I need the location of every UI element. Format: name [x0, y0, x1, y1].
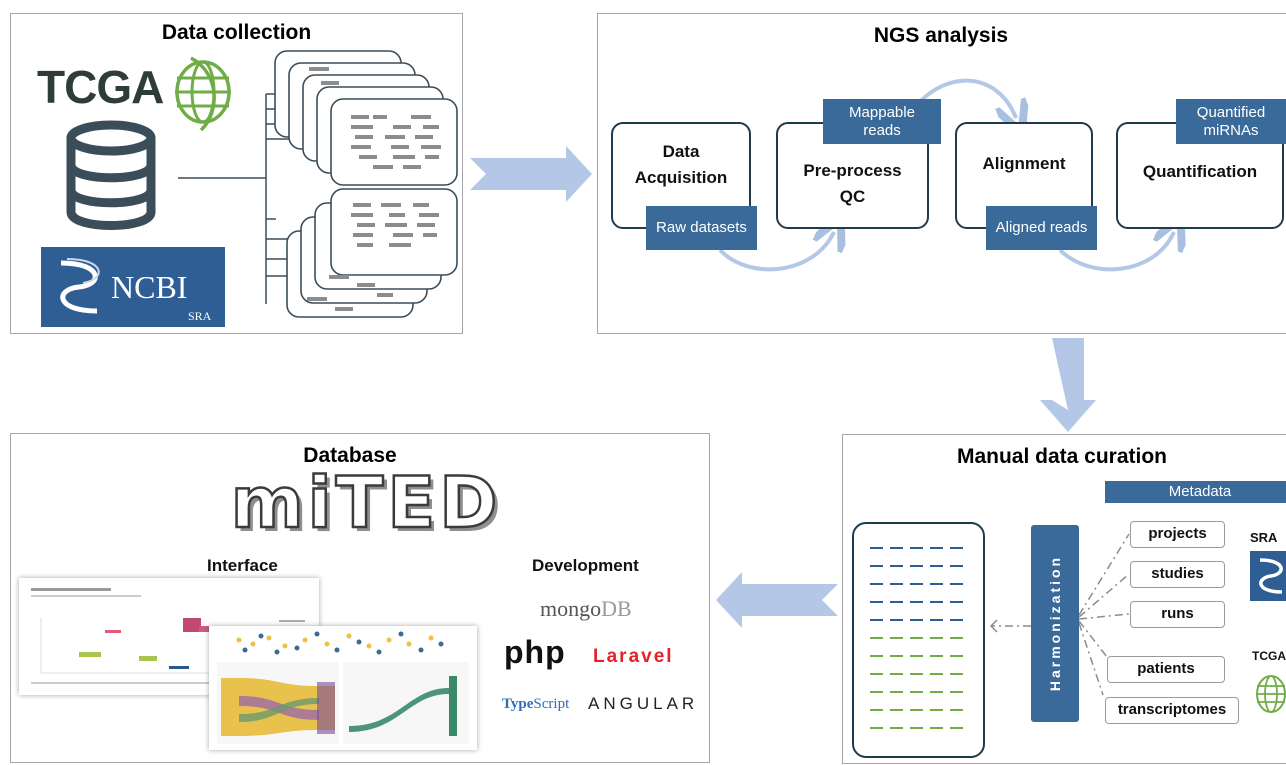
interface-screenshot-sankey [209, 626, 477, 750]
interface-label: Interface [207, 556, 278, 575]
ncbi-logo-subtext: SRA [188, 309, 212, 323]
helix-icon [60, 258, 100, 314]
typescript-logo-script: Script [533, 696, 570, 712]
tcga-mini-globe-icon [1256, 675, 1286, 713]
database-title: Database [303, 444, 397, 467]
mongodb-logo: mongoDB [540, 596, 632, 622]
tag-quantified-mirnas: Quantified miRNAs [1176, 99, 1286, 144]
arrow-right-icon [470, 146, 592, 202]
mited-logo: miTED [229, 461, 502, 546]
flow-curves [718, 78, 1286, 272]
ncbi-logo: NCBI SRA [41, 247, 225, 327]
manual-curation-panel: Manual data curation Metadata [842, 434, 1286, 764]
arrow-down-icon [1040, 338, 1096, 432]
mongodb-logo-main: mongo [540, 596, 602, 621]
angular-logo: ANGULAR [588, 694, 699, 713]
sankey-thumbnail [217, 631, 469, 744]
database-icon [66, 120, 156, 230]
tag-raw-datasets: Raw datasets [646, 206, 757, 250]
step-data-acquisition-label: Data Acquisition [634, 141, 728, 187]
sra-mini-logo [1250, 551, 1286, 601]
laravel-logo: Laravel [593, 646, 674, 667]
ngs-analysis-title: NGS analysis [873, 24, 1009, 47]
tag-mappable-reads: Mappable reads [823, 99, 941, 144]
sra-helix-icon [1259, 558, 1283, 594]
step-preprocess-qc-label: Pre-process QC [803, 160, 902, 206]
tcga-logo-text: TCGA [37, 61, 164, 113]
step-alignment-label: Alignment [982, 153, 1066, 173]
step-quantification-label: Quantification [1142, 161, 1258, 181]
meta-item-projects: projects [1130, 521, 1225, 548]
arrow-left-icon [716, 572, 838, 628]
harmonization-label: Harmonization [1047, 554, 1063, 692]
table-rows [870, 547, 968, 729]
development-label: Development [532, 556, 639, 575]
meta-item-transcriptomes: transcriptomes [1105, 697, 1239, 724]
meta-item-patients: patients [1107, 656, 1225, 683]
ngs-analysis-panel: NGS analysis Data Acquisition Pre-proces… [597, 13, 1286, 334]
tag-aligned-reads: Aligned reads [986, 206, 1097, 250]
typescript-logo-type: Type [502, 696, 534, 712]
database-panel: Database miTED Interface Development [10, 433, 710, 763]
ncbi-logo-text: NCBI [111, 269, 188, 305]
data-collection-title: Data collection [161, 21, 312, 44]
harmonization-bar: Harmonization [1031, 525, 1079, 722]
typescript-logo: TypeScript [502, 696, 569, 713]
document-stack-bottom [286, 188, 458, 318]
tcga-logo: TCGA [37, 56, 237, 138]
mongodb-logo-db: DB [601, 596, 632, 621]
meta-item-studies: studies [1130, 561, 1225, 588]
harmonization-connectors [989, 533, 1130, 696]
curated-table-icon [852, 522, 985, 758]
metadata-header: Metadata [1105, 481, 1286, 503]
globe-icon [175, 56, 231, 132]
tcga-mini-label: TCGA [1252, 649, 1286, 663]
data-collection-panel: Data collection TCGA NCBI SRA [10, 13, 463, 334]
manual-curation-title: Manual data curation [956, 445, 1167, 468]
php-logo: php [504, 634, 566, 670]
meta-item-runs: runs [1130, 601, 1225, 628]
document-stack-top [274, 50, 458, 186]
sra-mini-label: SRA [1250, 530, 1278, 545]
